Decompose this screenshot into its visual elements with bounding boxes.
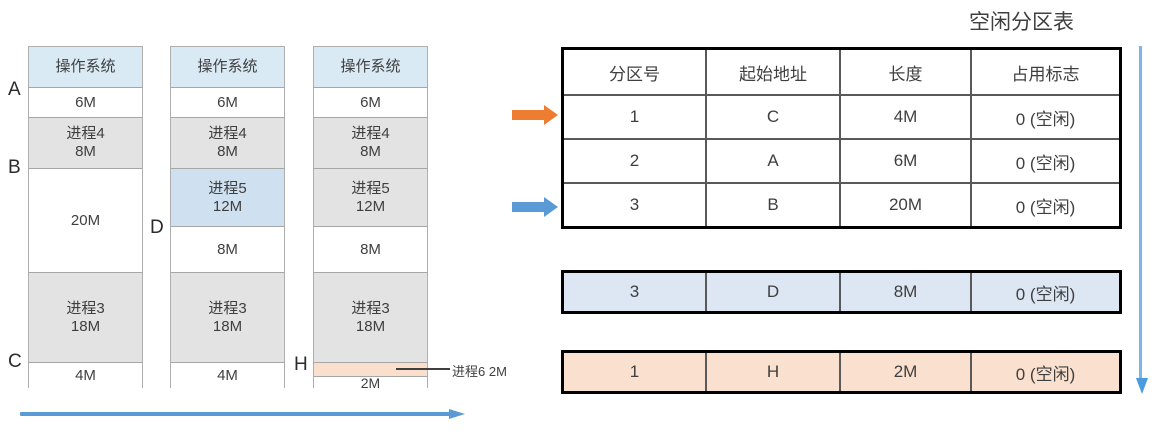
memory-snapshot-2: 操作系统 6M 进程4 8M 进程5 12M 8M 进程3 18M 4M xyxy=(170,46,285,389)
boundary-label-b: B xyxy=(8,157,21,178)
segment-os: 操作系统 xyxy=(171,47,284,88)
segment-process-4: 进程4 8M xyxy=(314,118,427,169)
vertical-flow-arrow-shaft xyxy=(1139,46,1142,378)
cell-length: 20M xyxy=(841,184,972,226)
segment-process-5: 进程5 12M xyxy=(171,169,284,227)
timeline-arrow xyxy=(20,409,465,419)
segment-process-3: 进程3 18M xyxy=(314,273,427,363)
segment-process-3: 进程3 18M xyxy=(29,273,142,363)
cell-length: 4M xyxy=(841,96,972,138)
cell-occupied-flag: 0 (空闲) xyxy=(972,353,1119,391)
segment-process-6 xyxy=(314,363,427,377)
col-header-partition-no: 分区号 xyxy=(564,50,707,94)
cell-occupied-flag: 0 (空闲) xyxy=(1015,153,1076,173)
timeline-arrow-shaft xyxy=(20,412,450,416)
pointer-arrow-blue-head xyxy=(544,197,558,217)
free-partition-row-peach: 1 H 2M 0 (空闲) xyxy=(561,350,1122,394)
memory-snapshot-1: 操作系统 6M 进程4 8M 20M 进程3 18M 4M xyxy=(28,46,143,389)
vertical-flow-arrow xyxy=(1136,46,1148,394)
free-partition-row-blue: 3 D 8M 0 (空闲) xyxy=(561,270,1122,314)
cell-start-address: A xyxy=(707,140,841,182)
col-header-occupied-flag: 占用标志 xyxy=(1011,64,1080,84)
boundary-label-h: H xyxy=(294,354,308,375)
segment-free-2m: 2M xyxy=(314,377,427,389)
free-partition-table: 分区号 起始地址 长度 占用标志 1 C 4M 0 (空闲) 2 A 6M 0 … xyxy=(561,47,1122,229)
segment-free-4m: 4M xyxy=(29,363,142,389)
pointer-arrow-blue xyxy=(512,197,558,217)
table-row: 1 H 2M 0 (空闲) xyxy=(564,353,1119,391)
cell-occupied-flag: 0 (空闲) xyxy=(1015,197,1076,217)
segment-free-8m: 8M xyxy=(314,227,427,273)
segment-free-8m: 8M xyxy=(171,227,284,273)
table-row: 2 A 6M 0 (空闲) xyxy=(564,138,1119,182)
col-header-start-address: 起始地址 xyxy=(707,50,841,94)
cell-partition-no: 2 xyxy=(564,140,707,182)
boundary-label-a: A xyxy=(8,79,21,100)
boundary-label-d: D xyxy=(150,217,164,238)
col-header-length: 长度 xyxy=(841,50,972,94)
cell-start-address: C xyxy=(707,96,841,138)
segment-free-4m: 4M xyxy=(171,363,284,389)
boundary-label-c: C xyxy=(8,351,22,372)
segment-process-3: 进程3 18M xyxy=(171,273,284,363)
timeline-arrow-head xyxy=(449,409,465,419)
cell-length: 8M xyxy=(841,273,972,311)
segment-free-6m: 6M xyxy=(29,88,142,118)
page-title: 空闲分区表 xyxy=(969,11,1074,34)
pointer-arrow-orange-head xyxy=(544,105,558,125)
segment-process-5: 进程5 12M xyxy=(314,169,427,227)
segment-free-20m: 20M xyxy=(29,169,142,273)
table-header-row: 分区号 起始地址 长度 占用标志 xyxy=(564,50,1119,94)
segment-free-6m: 6M xyxy=(314,88,427,118)
table-row: 3 D 8M 0 (空闲) xyxy=(564,273,1119,311)
cell-partition-no: 1 xyxy=(564,96,707,138)
cell-partition-no: 3 xyxy=(564,184,707,226)
memory-snapshot-3: 操作系统 6M 进程4 8M 进程5 12M 8M 进程3 18M 2M xyxy=(313,46,428,389)
pointer-arrow-orange-shaft xyxy=(512,110,546,120)
vertical-flow-arrow-head xyxy=(1136,378,1148,394)
table-row: 3 B 20M 0 (空闲) xyxy=(564,182,1119,226)
cell-start-address: H xyxy=(707,353,841,391)
pointer-arrow-blue-shaft xyxy=(512,202,546,212)
cell-start-address: D xyxy=(707,273,841,311)
segment-free-6m: 6M xyxy=(171,88,284,118)
segment-os: 操作系统 xyxy=(29,47,142,88)
pointer-arrow-orange xyxy=(512,105,558,125)
cell-partition-no: 3 xyxy=(564,273,707,311)
cell-length: 2M xyxy=(841,353,972,391)
segment-process-4: 进程4 8M xyxy=(171,118,284,169)
cell-length: 6M xyxy=(841,140,972,182)
callout-label-process-6: 进程6 2M xyxy=(452,364,507,379)
cell-occupied-flag: 0 (空闲) xyxy=(1015,109,1076,129)
table-row: 1 C 4M 0 (空闲) xyxy=(564,94,1119,138)
cell-occupied-flag: 0 (空闲) xyxy=(972,273,1119,311)
segment-process-4: 进程4 8M xyxy=(29,118,142,169)
cell-start-address: B xyxy=(707,184,841,226)
cell-partition-no: 1 xyxy=(564,353,707,391)
callout-leader-line xyxy=(396,368,450,370)
segment-os: 操作系统 xyxy=(314,47,427,88)
